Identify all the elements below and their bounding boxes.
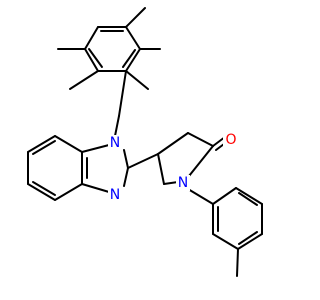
atom-label-layer: N N N O (108, 132, 239, 203)
bond-25 (54, 183, 83, 201)
bond-32 (188, 145, 214, 177)
bond-10 (125, 7, 146, 28)
bond-layer (27, 7, 263, 277)
structure-drawing: N N N O (27, 7, 263, 277)
benzimidazole-n3-label: N (110, 187, 120, 203)
bond-41 (237, 233, 263, 250)
bond-19 (123, 149, 129, 169)
bond-24 (27, 183, 56, 201)
bond-22 (27, 135, 56, 153)
bond-0 (84, 26, 99, 50)
bond-38 (212, 187, 237, 205)
bond-20 (123, 167, 129, 187)
bond-21 (54, 135, 83, 153)
bond-3 (125, 48, 141, 72)
bond-12 (125, 70, 149, 90)
bond-27 (32, 140, 56, 155)
bond-42 (212, 233, 239, 250)
bond-29 (127, 153, 159, 169)
bond-7 (122, 49, 136, 68)
bond-44 (238, 192, 258, 206)
bond-5 (84, 48, 99, 72)
bond-37 (187, 188, 214, 205)
bond-14 (118, 70, 127, 117)
bond-18 (81, 183, 110, 193)
bond-30 (157, 132, 189, 155)
bond-2 (125, 26, 141, 50)
bond-45 (238, 231, 258, 245)
bond-28 (32, 181, 56, 196)
pyrrolidinone-n-label: N (178, 175, 188, 191)
bond-31 (187, 132, 214, 147)
bond-16 (81, 144, 110, 153)
bond-33 (163, 181, 179, 185)
bond-47 (236, 248, 239, 277)
bond-39 (235, 187, 263, 205)
benzimidazole-n1-label: N (110, 135, 120, 151)
bond-8 (88, 48, 103, 68)
molecule-canvas: N N N O (27, 7, 263, 277)
bond-13 (69, 70, 99, 90)
bond-34 (157, 153, 165, 185)
carbonyl-o-label: O (225, 132, 236, 148)
bond-15 (114, 115, 120, 137)
